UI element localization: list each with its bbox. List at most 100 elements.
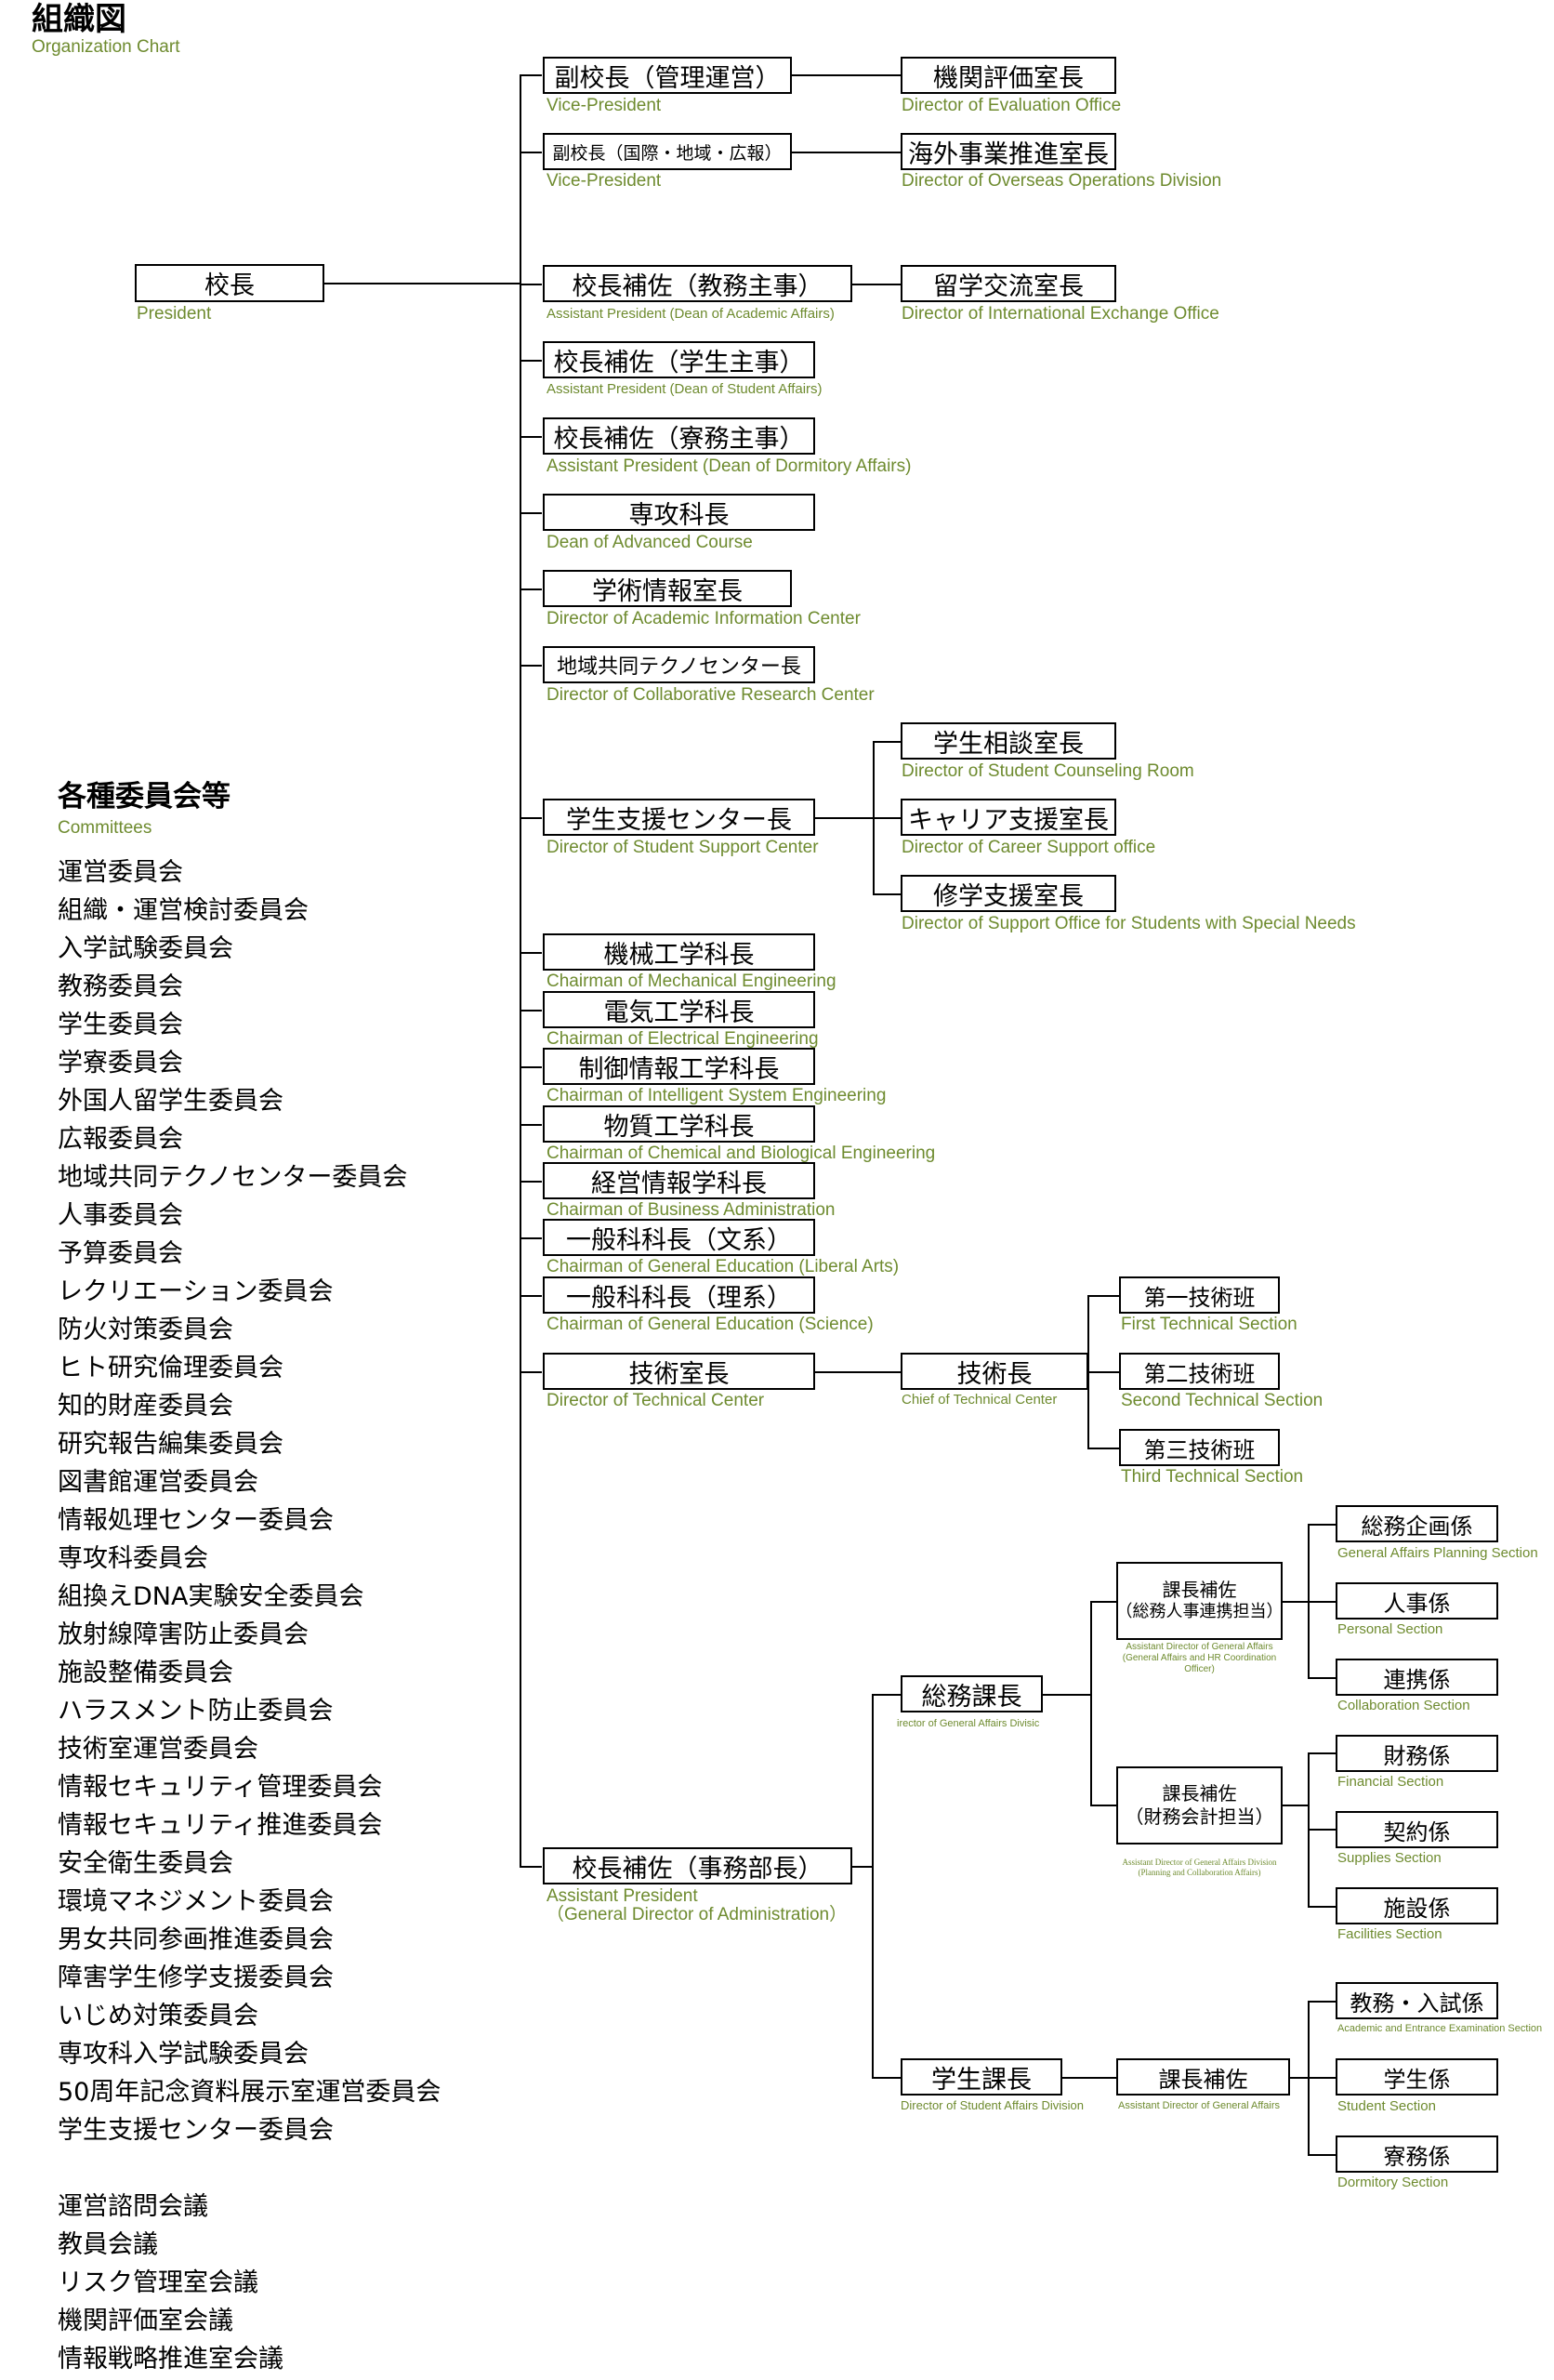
connector: [520, 360, 542, 362]
ga-asst1-line1: 課長補佐: [1162, 1579, 1237, 1602]
adv-course-box: 専攻科長: [543, 494, 815, 531]
supplies-box: 契約係: [1336, 1811, 1498, 1848]
ap-dorm-en: Assistant President (Dean of Dormitory A…: [547, 456, 912, 476]
committee-item: 情報処理センター委員会: [58, 1506, 334, 1535]
biz-en: Chairman of Business Administration: [547, 1200, 836, 1220]
committee-item: 外国人留学生委員会: [58, 1087, 283, 1116]
connector: [1062, 2077, 1116, 2079]
connector: [520, 1066, 542, 1068]
gen-sci-en: Chairman of General Education (Science): [547, 1315, 874, 1334]
committee-item: 地域共同テクノセンター委員会: [58, 1163, 408, 1192]
ga-div-en: irector of General Affairs Divisic: [897, 1718, 1040, 1729]
committee-item: 環境マネジメント委員会: [58, 1887, 334, 1916]
ap-academic-en: Assistant President (Dean of Academic Af…: [547, 306, 835, 322]
student-support-en: Director of Student Support Center: [547, 838, 819, 857]
main-trunk-line: [520, 74, 521, 1867]
connector: [1088, 1371, 1126, 1373]
committee-item: ヒト研究倫理委員会: [58, 1354, 283, 1382]
overseas-box: 海外事業推進室長: [901, 133, 1116, 170]
dorm-sec-en: Dormitory Section: [1337, 2175, 1449, 2190]
connector: [520, 436, 542, 438]
committee-item: いじめ対策委員会: [58, 2002, 258, 2030]
ga-asst1-en: Assistant Director of General Affairs (G…: [1122, 1642, 1277, 1674]
tech-center-en: Director of Technical Center: [547, 1391, 765, 1410]
career-box: キャリア支援室長: [901, 799, 1116, 836]
connector: [1283, 1601, 1309, 1603]
committee-item: 施設整備委員会: [58, 1659, 233, 1687]
committee-item: 専攻科入学試験委員会: [58, 2040, 309, 2069]
connector: [1308, 1752, 1336, 1754]
committee-item: 技術室運営委員会: [58, 1735, 258, 1764]
committee-item: 男女共同参画推進委員会: [58, 1925, 334, 1954]
ap-academic-box: 校長補佐（教務主事）: [543, 265, 852, 302]
intl-exchange-en: Director of International Exchange Offic…: [902, 304, 1219, 324]
tech-center-box: 技術室長: [543, 1353, 815, 1390]
ap-dorm-box: 校長補佐（寮務主事）: [543, 417, 815, 455]
ap-student-box: 校長補佐（学生主事）: [543, 341, 815, 378]
sa-div-en: Director of Student Affairs Division: [901, 2098, 1085, 2112]
adv-course-en: Dean of Advanced Course: [547, 533, 753, 552]
connector: [1308, 1524, 1336, 1526]
committee-item: ハラスメント防止委員会: [58, 1697, 334, 1726]
page-title: 組織図: [32, 1, 126, 38]
facilities-box: 施設係: [1336, 1887, 1498, 1924]
connector: [852, 284, 901, 285]
connector: [323, 283, 520, 284]
intel-en: Chairman of Intelligent System Engineeri…: [547, 1086, 887, 1105]
committee-item: 学生支援センター委員会: [58, 2116, 334, 2145]
acad-entrance-en: Academic and Entrance Examination Sectio…: [1337, 2023, 1543, 2034]
tech1-en: First Technical Section: [1121, 1315, 1297, 1334]
committee-item: 障害学生修学支援委員会: [58, 1964, 334, 1992]
connector: [815, 1371, 901, 1373]
vp2-box: 副校長（国際・地域・広報）: [543, 133, 792, 170]
tech2-box: 第二技術班: [1119, 1353, 1280, 1390]
meeting-item: 機関評価室会議: [58, 2307, 233, 2335]
meeting-item: リスク管理室会議: [58, 2268, 258, 2297]
gen-sci-box: 一般科科長（理系）: [543, 1276, 815, 1314]
ga-asst1-line2: （総務人事連携担当）: [1116, 1602, 1283, 1622]
tech3-box: 第三技術班: [1119, 1429, 1280, 1466]
connector: [1087, 1448, 1119, 1449]
connector: [873, 741, 901, 743]
committee-item: 研究報告編集委員会: [58, 1430, 283, 1459]
intl-exchange-box: 留学交流室長: [901, 265, 1116, 302]
connector: [852, 1866, 873, 1868]
chem-en: Chairman of Chemical and Biological Engi…: [547, 1144, 936, 1163]
connector: [1308, 1829, 1336, 1831]
page-subtitle: Organization Chart: [32, 37, 180, 57]
gen-lib-box: 一般科科長（文系）: [543, 1219, 815, 1256]
ap-admin-en2: （General Director of Administration）: [547, 1905, 848, 1924]
connector: [872, 1694, 874, 2078]
connector: [520, 1295, 542, 1297]
student-sec-box: 学生係: [1336, 2058, 1498, 2096]
sa-div-box: 学生課長: [901, 2058, 1062, 2096]
connector: [520, 1181, 542, 1183]
connector: [1290, 2077, 1309, 2079]
tech-chief-en: Chief of Technical Center: [902, 1392, 1058, 1408]
committee-item: 運営委員会: [58, 858, 183, 887]
ga-asst2-box: 課長補佐 （財務会計担当）: [1116, 1766, 1283, 1844]
biz-box: 経営情報学科長: [543, 1162, 815, 1199]
student-support-box: 学生支援センター長: [543, 799, 815, 836]
committee-item: 情報セキュリティ推進委員会: [58, 1811, 383, 1840]
connector: [520, 817, 542, 819]
committee-item: レクリエーション委員会: [58, 1277, 334, 1306]
overseas-en: Director of Overseas Operations Division: [902, 171, 1222, 191]
tech2-en: Second Technical Section: [1121, 1391, 1324, 1410]
committee-item: 50周年記念資料展示室運営委員会: [58, 2078, 441, 2107]
committee-item: 組換えDNA実験安全委員会: [58, 1582, 364, 1611]
connector: [520, 952, 542, 954]
ga-asst2-line2: （財務会計担当）: [1125, 1805, 1274, 1828]
sa-asst-box: 課長補佐: [1116, 2058, 1290, 2096]
committee-item: 情報セキュリティ管理委員会: [58, 1773, 383, 1802]
financial-box: 財務係: [1336, 1735, 1498, 1772]
financial-en: Financial Section: [1337, 1774, 1444, 1790]
connector: [815, 817, 874, 819]
special-needs-en: Director of Support Office for Students …: [902, 914, 1356, 933]
connector: [520, 1866, 542, 1868]
committee-item: 防火対策委員会: [58, 1316, 233, 1344]
supplies-en: Supplies Section: [1337, 1850, 1442, 1866]
collab-center-box: 地域共同テクノセンター長: [543, 646, 815, 683]
ga-asst2-en: Assistant Director of General Affairs Di…: [1122, 1858, 1277, 1878]
vp1-en: Vice-President: [547, 96, 662, 115]
